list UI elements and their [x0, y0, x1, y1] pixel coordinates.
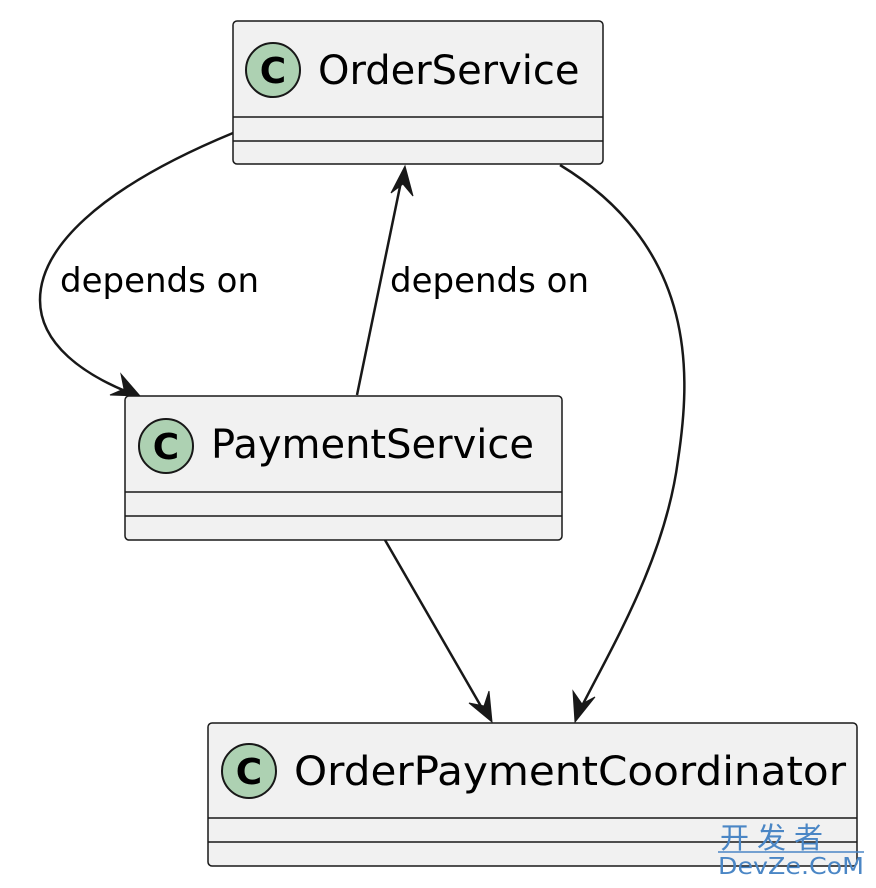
edge-orderservice-to-coordinator	[559, 163, 686, 724]
class-name-paymentservice: PaymentService	[211, 422, 534, 468]
class-stereotype-icon	[221, 743, 277, 799]
edge-label-payment-to-order: depends on	[390, 261, 589, 301]
edge-line	[559, 163, 686, 711]
arrowhead-icon	[468, 690, 493, 724]
class-paymentservice[interactable]: C PaymentService	[124, 395, 563, 541]
class-orderservice[interactable]: C OrderService	[232, 20, 604, 165]
edge-label-order-to-payment: depends on	[60, 261, 259, 301]
edge-paymentservice-to-coordinator	[383, 539, 493, 724]
edge-line	[38, 131, 234, 395]
class-name-orderservice: OrderService	[318, 48, 580, 94]
arrowhead-icon	[390, 164, 414, 197]
watermark-cn-text: 开发者	[720, 821, 831, 855]
edge-orderservice-to-paymentservice	[38, 131, 234, 397]
arrowhead-icon	[572, 689, 596, 724]
edge-paymentservice-to-orderservice	[355, 164, 414, 396]
class-name-orderpaymentcoordinator: OrderPaymentCoordinator	[294, 749, 847, 795]
arrowhead-icon	[109, 372, 142, 397]
class-orderpaymentcoordinator[interactable]: C OrderPaymentCoordinator	[207, 722, 858, 867]
class-stereotype-icon	[245, 42, 301, 98]
class-stereotype-letter: C	[260, 51, 286, 92]
edge-line	[355, 171, 405, 396]
class-stereotype-icon	[138, 418, 194, 474]
watermark: 开发者 DevZe.CoM	[718, 821, 864, 880]
class-stereotype-letter: C	[153, 427, 179, 468]
edge-line	[383, 539, 488, 716]
class-stereotype-letter: C	[236, 752, 262, 793]
watermark-en-text: DevZe.CoM	[718, 854, 864, 880]
